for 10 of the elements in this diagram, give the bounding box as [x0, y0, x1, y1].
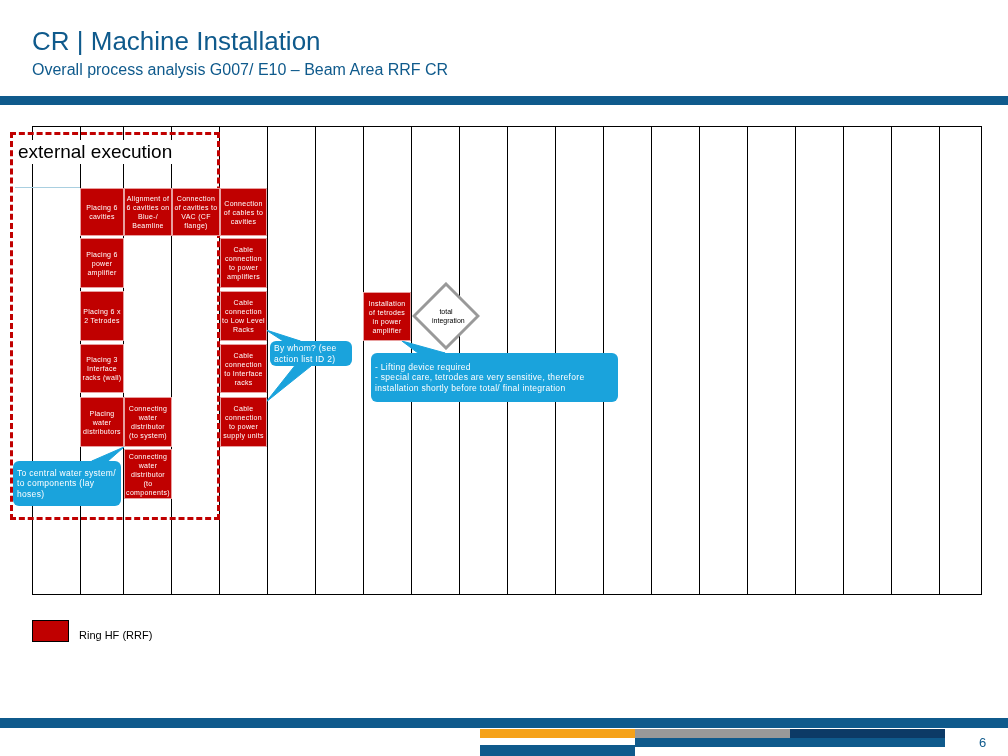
page-number: 6: [979, 735, 987, 750]
slide-subtitle: Overall process analysis G007/ E10 – Beam Area RRF CR: [32, 61, 449, 79]
slide-title: CR | Machine Installation: [32, 26, 321, 57]
callout-pointer: [401, 340, 446, 354]
callout-pointer: [265, 365, 312, 403]
callout-pointer: [91, 446, 125, 462]
legend-label: Ring HF (RRF): [79, 629, 153, 641]
dashed-region: [10, 132, 220, 520]
callout-pointer: [265, 329, 301, 342]
region-title: external execution: [18, 140, 173, 164]
